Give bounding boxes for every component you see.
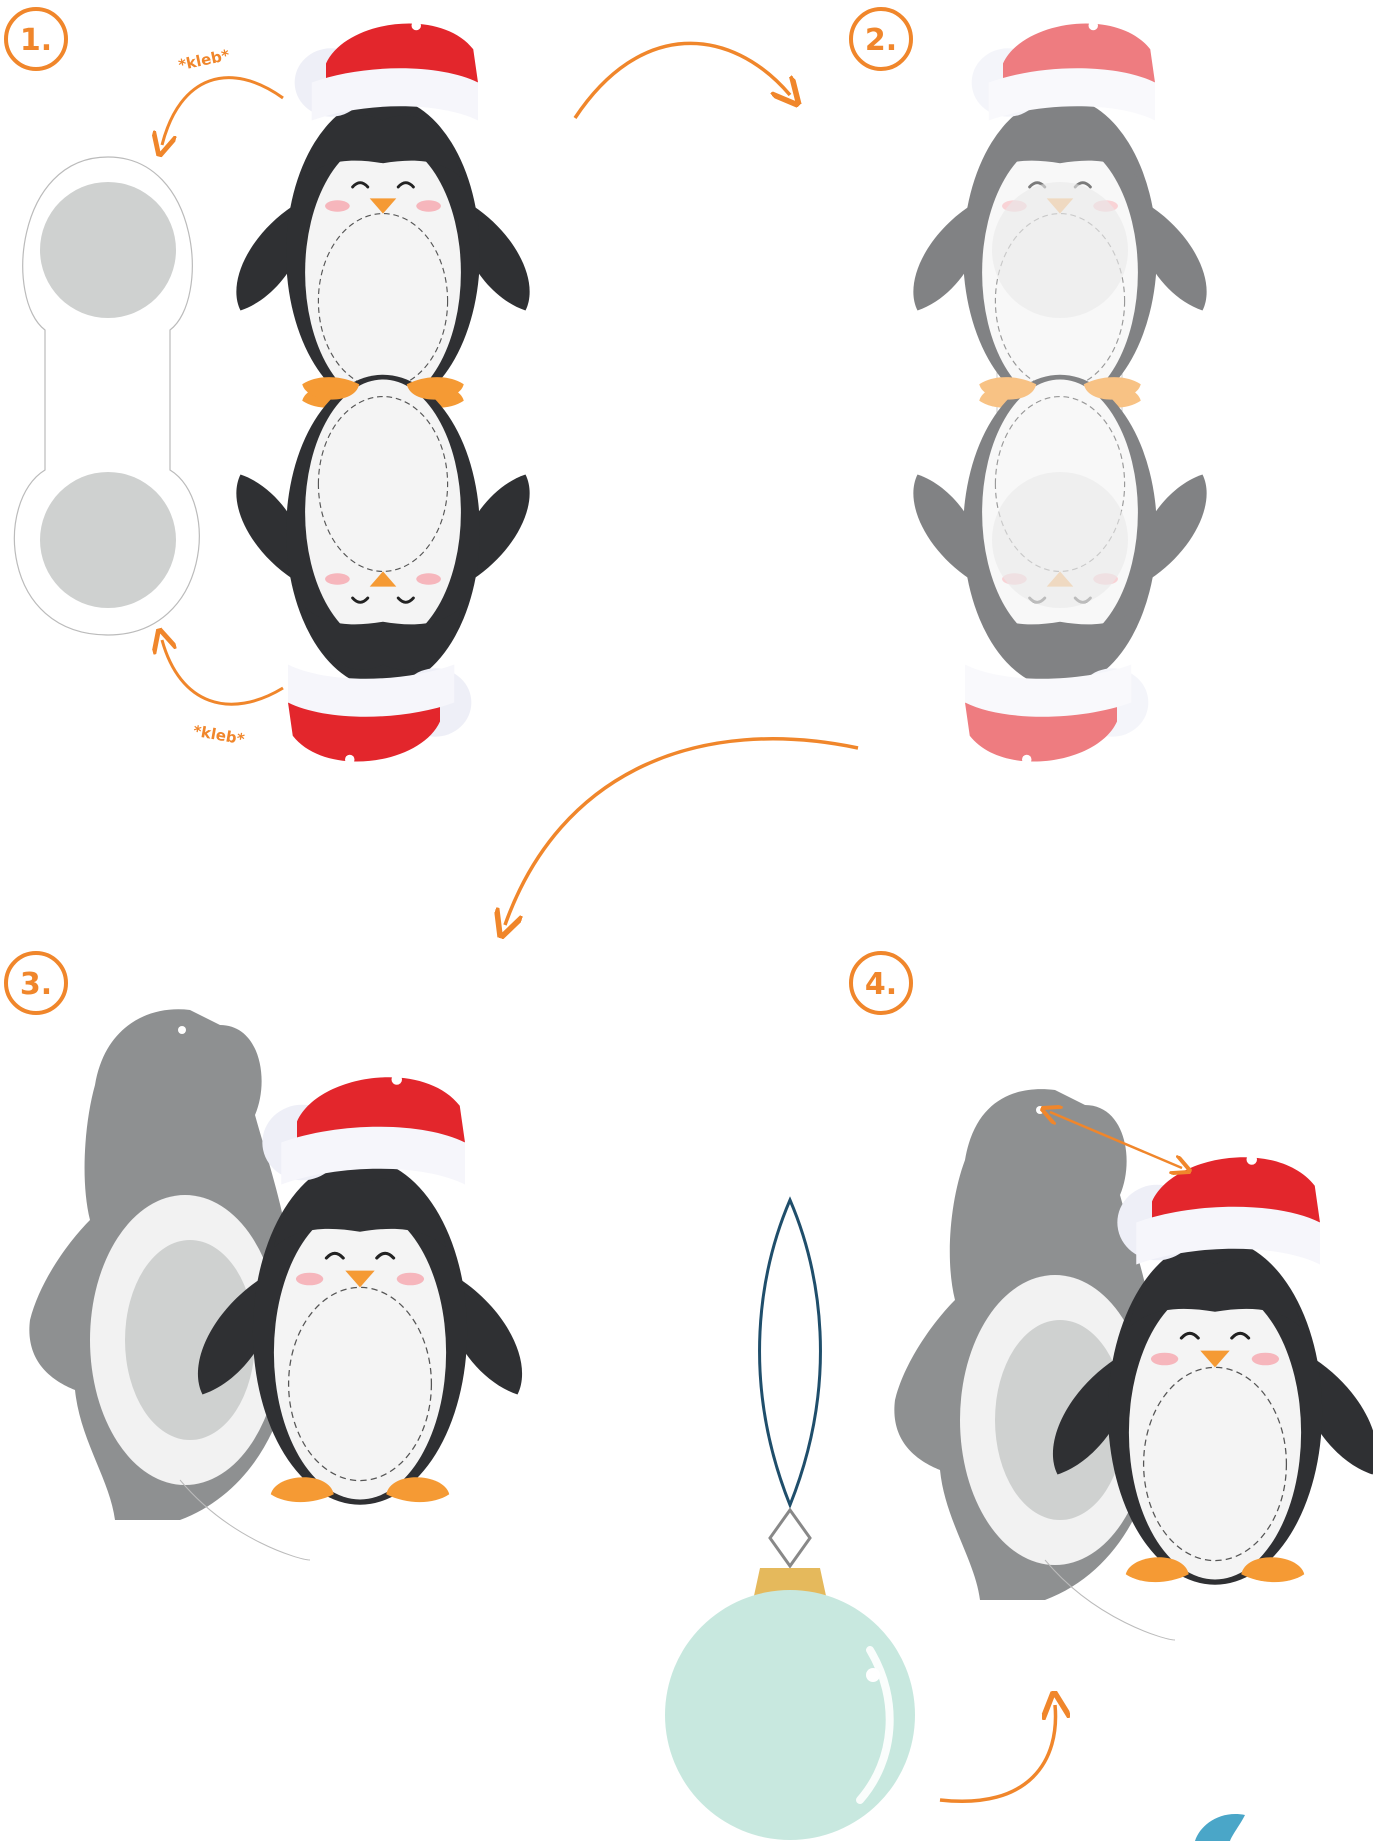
step-4-badge: 4.: [849, 951, 913, 1015]
step-3-number: 3.: [20, 967, 52, 1002]
gray-circle-top: [40, 182, 176, 318]
backing-strip: [13, 156, 200, 636]
step-2-number: 2.: [865, 23, 897, 58]
assembled-preview: [911, 19, 1209, 766]
penguin-back-inverted: [234, 373, 532, 766]
glue-label-top: *kleb*: [177, 46, 231, 74]
hole-alignment-arrow: [1050, 1112, 1182, 1168]
ornament-ball: [665, 1590, 915, 1840]
arrow-step2-to-step3: [505, 737, 859, 925]
hanging-loop: [758, 1196, 822, 1510]
step-2-badge: 2.: [849, 7, 913, 71]
glue-arrow-top: [162, 76, 284, 145]
step-4-number: 4.: [865, 967, 897, 1002]
step-3-badge: 3.: [4, 951, 68, 1015]
hook-icon: [768, 1507, 812, 1569]
ornament: [665, 1196, 915, 1840]
step-1-badge: 1.: [4, 7, 68, 71]
partial-decoration-icon: [1195, 1814, 1245, 1841]
glue-label-bottom: *kleb*: [192, 722, 246, 749]
glue-arrow-bottom: [162, 640, 284, 706]
penguin-front: [234, 19, 532, 412]
arrow-ornament-to-step4: [939, 1705, 1056, 1803]
back-penguin-silhouette-3: [29, 1009, 311, 1561]
back-penguin-silhouette-4: [894, 1089, 1176, 1641]
step-1-number: 1.: [20, 23, 52, 58]
gray-circle-bottom: [40, 472, 176, 608]
arrow-step1-to-step2: [573, 41, 790, 119]
